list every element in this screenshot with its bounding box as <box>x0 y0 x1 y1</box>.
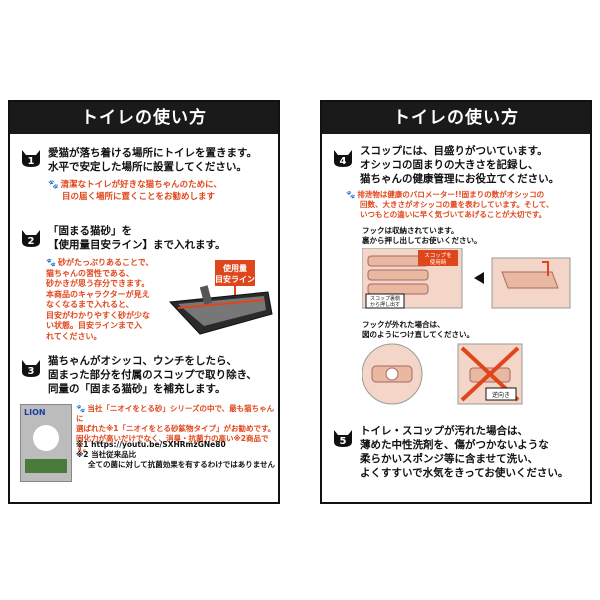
step5-line1: トイレ・スコップが汚れた場合は、 <box>360 425 528 437</box>
hook-label-line2: 使用時 <box>430 258 447 266</box>
paw-icon: 🐾 <box>48 180 59 190</box>
cat-step4-icon: 4 <box>334 150 352 167</box>
step3-note-line: 当社「ニオイをとる砂」シリーズの中で、最も猫ちゃんに <box>76 404 275 423</box>
step3-note-line: 選ばれた※1「ニオイをとる砂鉱物タイプ」がお勧めです。 <box>76 424 276 433</box>
footnote-2: ※2 当社従来品比 <box>76 450 137 459</box>
paw-icon: 🐾 <box>46 258 56 267</box>
step3-note-line: 固化力が高いだけでなく、消臭・抗菌力の高い※2商品です。 <box>76 434 269 453</box>
step3-footnotes: ※1 https://youtu.be/SXHRmzGNe80 ※2 当社従来品… <box>76 440 276 470</box>
diagram2-caption: フックが外れた場合は、 図のようにつけ直してください。 <box>362 320 502 340</box>
footnote-2-detail: 全ての菌に対して抗菌効果を有するわけではありません <box>88 460 276 469</box>
step2-note-line: 砂かきが思う存分できます。 <box>46 279 150 288</box>
right-panel: トイレの使い方 4 スコップには、目盛りがついています。 オシッコの固まりの大き… <box>320 100 592 504</box>
product-package-image: LION <box>20 404 72 482</box>
step2-note-line: 猫ちゃんの習性である、 <box>46 268 134 278</box>
svg-text:5: 5 <box>340 436 347 447</box>
step1-note-line1: 清潔なトイレが好きな猫ちゃんのために、 <box>60 180 222 190</box>
diagram2-caption-line2: 図のようにつけ直してください。 <box>362 330 475 339</box>
step2-line1: 「固まる猫砂」を <box>48 225 132 237</box>
scoop-back-line1: スコップ裏側 <box>370 295 400 302</box>
brand-logo: LION <box>24 408 46 417</box>
step2-note-line: 砂がたっぷりあることで、 <box>57 258 154 267</box>
step1-line2: 水平で安定した場所に設置してください。 <box>48 161 247 173</box>
hook-reattach-diagram: 逆向き <box>362 343 523 405</box>
usage-label-line1: 使用量 <box>222 263 247 273</box>
svg-text:2: 2 <box>28 236 35 247</box>
svg-text:3: 3 <box>28 366 35 377</box>
diagram1-caption-line2: 裏から押し出してお使いください。 <box>362 236 482 245</box>
step3-line3: 同量の「固まる猫砂」を補充します。 <box>48 383 226 395</box>
step4-line2: オシッコの固まりの大きさを記録し、 <box>360 159 539 171</box>
diagram1-caption: フックは収納されています。 裏から押し出してお使いください。 <box>362 226 502 246</box>
paw-icon: 🐾 <box>76 404 86 413</box>
litter-box-illustration: 使用量 目安ライン <box>168 260 273 335</box>
step1-note: 🐾清潔なトイレが好きな猫ちゃんのために、 目の届く場所に置くことをお勧めします <box>48 180 276 203</box>
step4-line3: 猫ちゃんの健康管理にお役立てください。 <box>360 173 560 185</box>
step1-line1: 愛猫が落ち着ける場所にトイレを置きます。 <box>48 147 257 159</box>
step4-text: スコップには、目盛りがついています。 オシッコの固まりの大きさを記録し、 猫ちゃ… <box>360 144 588 186</box>
step3-line2: 固まった部分を付属のスコップで取り除き、 <box>48 369 257 381</box>
step2-note-line: 本商品のキャラクターが見え <box>46 289 150 299</box>
panel-title: トイレの使い方 <box>322 102 590 134</box>
diagram1-caption-line1: フックは収納されています。 <box>362 226 459 235</box>
step2-line2: 【使用量目安ライン】まで入れます。 <box>48 239 226 251</box>
cat-step3-icon: 3 <box>22 360 40 377</box>
step5-text: トイレ・スコップが汚れた場合は、 薄めた中性洗剤を、傷がつかないような 柔らかい… <box>360 424 590 480</box>
hook-label-line1: スコップを <box>424 252 452 259</box>
svg-text:4: 4 <box>340 156 347 167</box>
cat-step1-icon: 1 <box>22 150 40 167</box>
step2-note-line: れてください。 <box>46 331 102 341</box>
step5-line2: 薄めた中性洗剤を、傷がつかないような <box>360 439 549 451</box>
usage-label-line2: 目安ライン <box>215 274 255 284</box>
panel-title: トイレの使い方 <box>10 102 278 134</box>
left-panel: トイレの使い方 1 愛猫が落ち着ける場所にトイレを置きます。 水平で安定した場所… <box>8 100 280 504</box>
step1-text: 愛猫が落ち着ける場所にトイレを置きます。 水平で安定した場所に設置してください。 <box>48 146 276 174</box>
cat-step2-icon: 2 <box>22 230 40 247</box>
diagram2-caption-line1: フックが外れた場合は、 <box>362 320 445 329</box>
step4-note: 🐾排泄物は健康のバロメーター!!固まりの数がオシッコの 回数、大きさがオシッコの… <box>346 190 590 220</box>
step2-note-line: い状態。目安ラインまで入 <box>46 321 142 330</box>
step4-note-line: 排泄物は健康のバロメーター!!固まりの数がオシッコの <box>357 190 545 199</box>
reverse-label: 逆向き <box>492 391 510 399</box>
cat-step5-icon: 5 <box>334 430 352 447</box>
paw-icon: 🐾 <box>346 190 356 199</box>
step2-note: 🐾砂がたっぷりあることで、 猫ちゃんの習性である、 砂かきが思う存分できます。 … <box>46 258 166 342</box>
footnote-1: ※1 https://youtu.be/SXHRmzGNe80 <box>76 440 226 449</box>
step1-note-line2: 目の届く場所に置くことをお勧めします <box>62 191 216 202</box>
step4-line1: スコップには、目盛りがついています。 <box>360 145 548 157</box>
step4-note-line: いつもとの違いに早く気づいてあげることが大切です。 <box>360 210 547 219</box>
step4-note-line: 回数、大きさがオシッコの量を表わしています。そして、 <box>360 200 554 209</box>
step3-note: 🐾当社「ニオイをとる砂」シリーズの中で、最も猫ちゃんに 選ばれた※1「ニオイをと… <box>76 404 276 454</box>
step3-line1: 猫ちゃんがオシッコ、ウンチをしたら、 <box>48 355 237 367</box>
step2-note-line: なくなるまで入れると、 <box>46 300 134 309</box>
step5-line4: よくすすいで水気をきってお使いください。 <box>360 467 569 479</box>
step2-text: 「固まる猫砂」を 【使用量目安ライン】まで入れます。 <box>48 224 276 252</box>
step2-note-line: 目安がわかりやすく砂が少な <box>46 310 150 320</box>
step5-line3: 柔らかいスポンジ等に含ませて洗い、 <box>360 453 539 465</box>
svg-text:1: 1 <box>28 156 35 167</box>
scoop-back-line2: から押し出す <box>370 301 400 308</box>
scoop-hook-diagram: スコップを 使用時 スコップ裏側 から押し出す <box>362 248 571 309</box>
step3-text: 猫ちゃんがオシッコ、ウンチをしたら、 固まった部分を付属のスコップで取り除き、 … <box>48 354 280 396</box>
cat-face-icon <box>33 425 59 451</box>
